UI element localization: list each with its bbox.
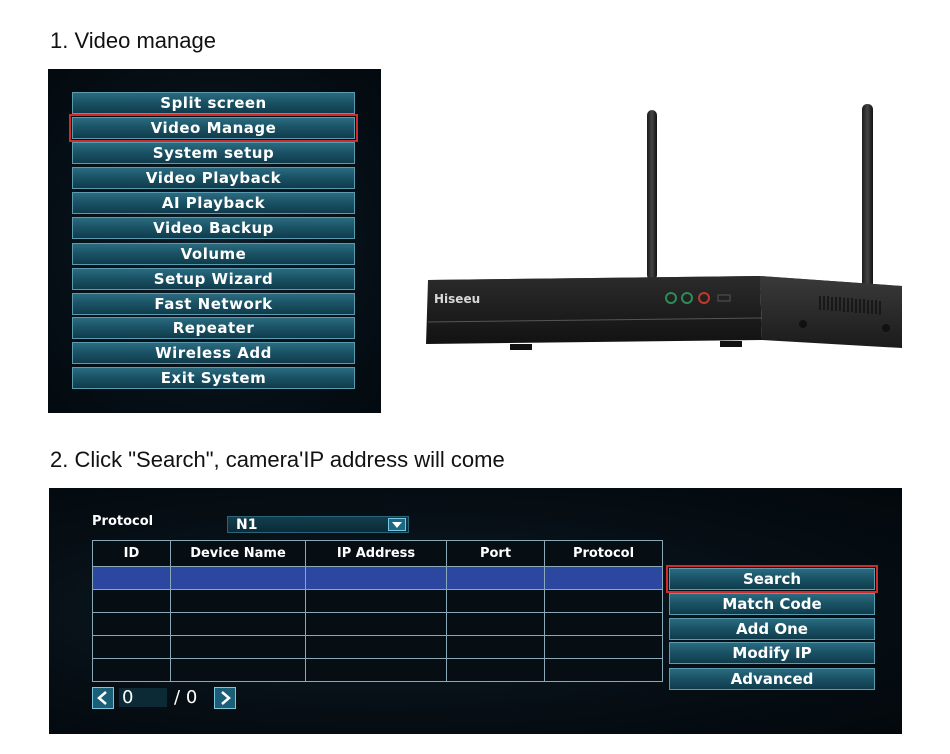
step-2-title: 2. Click "Search", camera'IP address wil… — [50, 447, 505, 472]
protocol-select-value: N1 — [236, 517, 258, 533]
add-one-button[interactable]: Add One — [669, 618, 875, 640]
total-pages: 0 — [185, 687, 198, 708]
nvr-device-image: Hiseeu — [420, 100, 910, 360]
menu-item-split-screen[interactable]: Split screen — [72, 92, 355, 114]
advanced-button[interactable]: Advanced — [669, 668, 875, 690]
menu-item-volume[interactable]: Volume — [72, 243, 355, 265]
column-header-id: ID — [92, 540, 171, 567]
column-header-protocol: Protocol — [544, 540, 663, 567]
table-row[interactable] — [92, 566, 663, 590]
right-antenna — [862, 104, 873, 294]
next-page-button[interactable] — [214, 687, 236, 709]
menu-item-repeater[interactable]: Repeater — [72, 317, 355, 339]
table-row[interactable] — [92, 658, 663, 682]
main-menu-panel: Split screen Video Manage System setup V… — [48, 69, 381, 413]
protocol-select[interactable]: N1 — [227, 516, 409, 533]
menu-item-ai-playback[interactable]: AI Playback — [72, 192, 355, 214]
power-led-icon — [665, 292, 677, 304]
column-header-port: Port — [446, 540, 545, 567]
menu-item-exit-system[interactable]: Exit System — [72, 367, 355, 389]
network-led-icon — [681, 292, 693, 304]
protocol-label: Protocol — [92, 514, 154, 529]
prev-page-button[interactable] — [92, 687, 114, 709]
match-code-button[interactable]: Match Code — [669, 593, 875, 615]
chevron-right-icon — [221, 691, 231, 705]
menu-item-setup-wizard[interactable]: Setup Wizard — [72, 268, 355, 290]
modify-ip-button[interactable]: Modify IP — [669, 642, 875, 664]
menu-item-video-manage[interactable]: Video Manage — [69, 114, 358, 142]
table-row[interactable] — [92, 612, 663, 636]
menu-item-system-setup[interactable]: System setup — [72, 142, 355, 164]
record-led-icon — [698, 292, 710, 304]
left-antenna — [647, 110, 657, 280]
current-page-field[interactable]: 0 — [119, 688, 167, 707]
chevron-left-icon — [97, 691, 107, 705]
page-separator: / — [174, 687, 181, 708]
column-header-device-name: Device Name — [170, 540, 306, 567]
network-search-panel: Protocol N1 ID Device Name IP Address Po… — [49, 488, 902, 734]
device-brand-logo: Hiseeu — [434, 292, 481, 306]
chevron-down-icon[interactable] — [388, 518, 406, 531]
pagination: 0 / 0 — [92, 687, 242, 709]
column-header-ip-address: IP Address — [305, 540, 447, 567]
search-button[interactable]: Search — [666, 565, 878, 593]
menu-item-video-backup[interactable]: Video Backup — [72, 217, 355, 239]
table-row[interactable] — [92, 589, 663, 613]
menu-item-video-playback[interactable]: Video Playback — [72, 167, 355, 189]
menu-item-wireless-add[interactable]: Wireless Add — [72, 342, 355, 364]
device-table: ID Device Name IP Address Port Protocol — [92, 540, 663, 682]
table-row[interactable] — [92, 635, 663, 659]
table-header-row: ID Device Name IP Address Port Protocol — [92, 540, 663, 567]
step-1-title: 1. Video manage — [50, 28, 216, 53]
menu-item-fast-network[interactable]: Fast Network — [72, 293, 355, 315]
